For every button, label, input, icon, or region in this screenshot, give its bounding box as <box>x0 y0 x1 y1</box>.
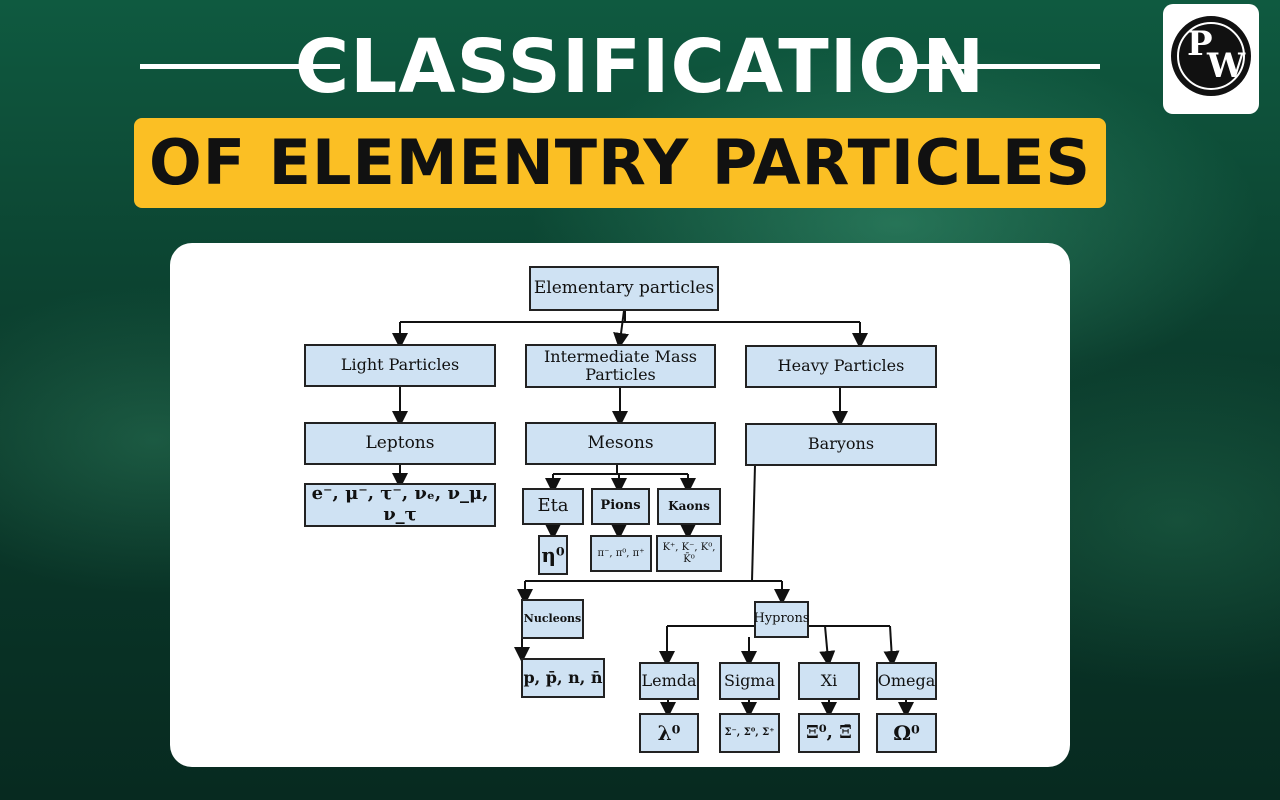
node-lemda: Lemda <box>639 662 699 700</box>
node-intermediate-mass-particles: Intermediate Mass Particles <box>525 344 716 388</box>
node-kaon-list: K⁺, K⁻, K⁰, K̄⁰ <box>656 535 722 572</box>
node-nucleons: Nucleons <box>521 599 584 639</box>
node-baryons: Baryons <box>745 423 937 466</box>
node-eta-list: η⁰ <box>538 535 568 575</box>
logo-letter-p: P <box>1187 24 1213 64</box>
diagram-card: Elementary particles Light Particles Int… <box>170 243 1070 767</box>
logo-letter-w: W <box>1207 46 1246 86</box>
node-mesons: Mesons <box>525 422 716 465</box>
node-eta: Eta <box>522 488 584 525</box>
node-nucleon-list: p, p̄, n, n̄ <box>521 658 605 698</box>
node-pion-list: π⁻, π⁰, π⁺ <box>590 535 652 572</box>
node-lemda-list: λ⁰ <box>639 713 699 753</box>
title-banner <box>134 118 1106 208</box>
node-light-particles: Light Particles <box>304 344 496 387</box>
node-heavy-particles: Heavy Particles <box>745 345 937 388</box>
pw-logo: P W <box>1163 4 1259 114</box>
title-line-2: OF ELEMENTRY PARTICLES <box>149 126 1091 199</box>
title-rule-left <box>140 64 340 69</box>
logo-ring: P W <box>1171 16 1251 96</box>
node-hyprons: Hyprons <box>753 601 810 638</box>
node-kaons: Kaons <box>657 488 721 525</box>
node-omega: Omega <box>876 662 937 700</box>
title-line-1: CLASSIFICATION <box>294 24 986 110</box>
node-pions: Pions <box>591 488 650 525</box>
title-rule-right <box>900 64 1100 69</box>
node-leptons: Leptons <box>304 422 496 465</box>
node-sigma: Sigma <box>719 662 780 700</box>
node-xi-list: Ξ⁰, Ξ̄ <box>798 713 860 753</box>
node-lepton-list: e⁻, μ⁻, τ⁻, νₑ, ν_μ, ν_τ <box>304 483 496 527</box>
node-xi: Xi <box>798 662 860 700</box>
node-sigma-list: Σ⁻, Σ⁰, Σ⁺ <box>719 713 780 753</box>
node-omega-list: Ω⁰ <box>876 713 937 753</box>
node-elementary-particles: Elementary particles <box>529 266 719 311</box>
